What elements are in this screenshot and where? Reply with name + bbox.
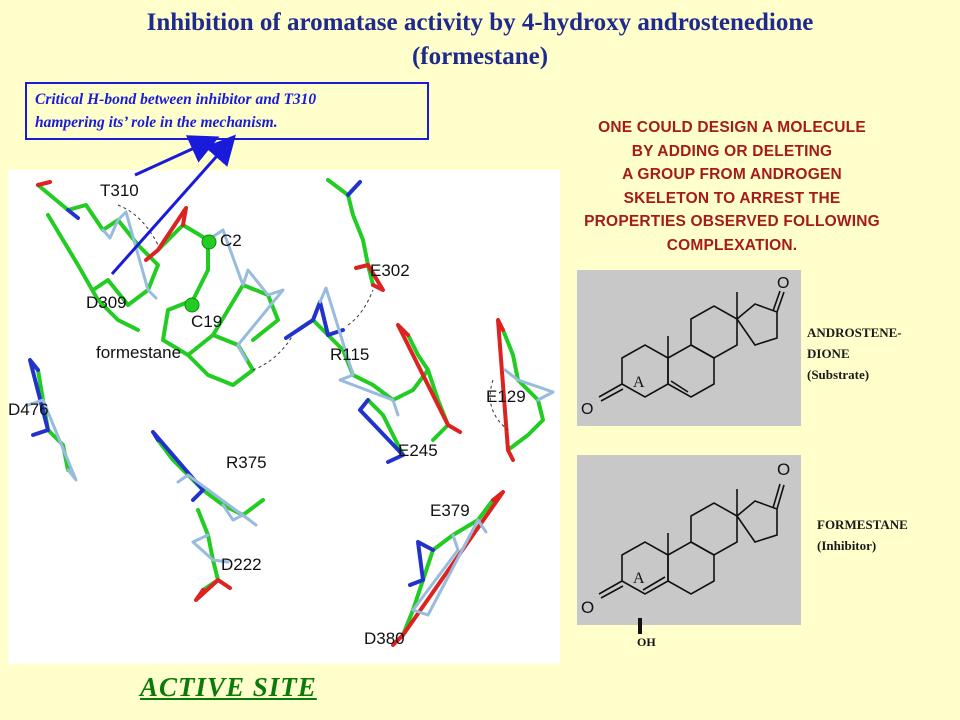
ring-label: A <box>633 374 645 391</box>
residue-label: D476 <box>8 400 49 419</box>
substrate-name-1: ANDROSTENE- <box>807 325 902 340</box>
oh-label: OH <box>637 635 656 649</box>
callout-line-1: Critical H-bond between inhibitor and T3… <box>35 91 317 108</box>
oh-bond <box>638 618 642 634</box>
formestane-panel: O O A <box>577 455 801 625</box>
atom-label: O <box>581 598 594 617</box>
atom-label: O <box>777 460 790 479</box>
hbond-callout: Critical H-bond between inhibitor and T3… <box>25 82 429 140</box>
sticks-d476 <box>36 368 70 472</box>
inhibitor-role: (Inhibitor) <box>817 538 877 553</box>
androstenedione-structure: O O A <box>581 275 789 418</box>
design-line-6: COMPLEXATION. <box>666 236 798 254</box>
formestane-structure: O O A <box>581 460 790 617</box>
design-line-2: BY ADDING OR DELETING <box>631 142 833 160</box>
title-line-1: Inhibition of aromatase activity by 4-hy… <box>146 9 814 36</box>
design-line-1: ONE COULD DESIGN A MOLECULE <box>598 119 866 136</box>
design-note: ONE COULD DESIGN A MOLECULE BY ADDING OR… <box>522 116 942 257</box>
residue-label: R115 <box>330 345 369 364</box>
sticks-t310 <box>36 183 160 307</box>
inhibitor-caption: FORMESTANE (Inhibitor) <box>817 514 908 556</box>
residue-label: E245 <box>398 441 438 460</box>
active-site-caption: ACTIVE SITE <box>140 672 317 702</box>
design-line-3: A GROUP FROM ANDROGEN <box>622 166 842 183</box>
sticks-d309 <box>46 213 140 332</box>
callout-line-2: hampering its’ role in the mechanism. <box>35 114 278 131</box>
atom-label: O <box>581 401 593 418</box>
sticks-e245 <box>366 398 405 457</box>
ring-label: A <box>633 570 645 587</box>
hbond-formestane <box>252 334 294 371</box>
substrate-caption: ANDROSTENE- DIONE (Substrate) <box>807 322 902 385</box>
residue-label: T310 <box>100 181 139 200</box>
residue-label: D222 <box>221 555 262 574</box>
page-title: Inhibition of aromatase activity by 4-hy… <box>0 6 960 74</box>
active-site-image: T310 C2 E302 D309 C19 formestane R115 D4… <box>8 170 560 664</box>
design-line-5: PROPERTIES OBSERVED FOLLOWING <box>584 213 880 230</box>
residue-label: D309 <box>86 293 127 312</box>
residue-label: E379 <box>430 501 470 520</box>
design-line-4: SKELETON TO ARREST THE <box>623 189 841 207</box>
residue-label: C19 <box>191 312 222 331</box>
androstenedione-panel: O O A <box>577 270 801 426</box>
hbond-e302 <box>347 289 374 326</box>
active-site-model: T310 C2 E302 D309 C19 formestane R115 D4… <box>8 178 555 648</box>
atom-label: O <box>777 275 789 292</box>
residue-label: C2 <box>220 231 242 250</box>
residue-label: E302 <box>370 261 410 280</box>
sticks-r375 <box>156 438 265 517</box>
inhibitor-name: FORMESTANE <box>817 517 908 532</box>
substrate-name-2: DIONE <box>807 346 850 361</box>
residue-label: R375 <box>226 453 267 472</box>
residue-label: formestane <box>96 343 181 362</box>
sticks-e302 <box>326 178 375 287</box>
substrate-role: (Substrate) <box>807 367 870 382</box>
residue-label: E129 <box>486 387 526 406</box>
title-line-2: (formestane) <box>411 43 549 70</box>
residue-label: D380 <box>364 629 405 648</box>
